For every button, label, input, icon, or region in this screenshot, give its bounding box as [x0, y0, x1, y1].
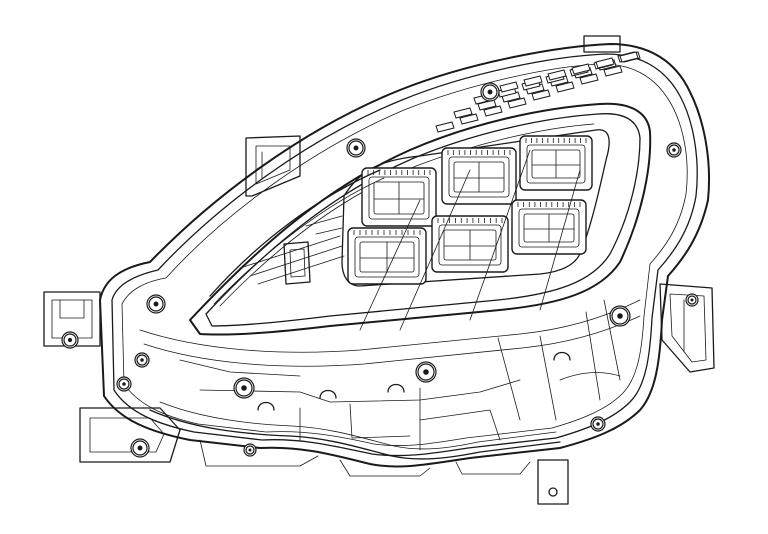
mounting-bolt-icon	[609, 305, 631, 327]
grille-slat	[531, 89, 551, 101]
grille-slat	[435, 121, 455, 133]
housing-outline	[99, 43, 711, 477]
grille-slat	[579, 73, 599, 85]
mounting-bolt-icon	[146, 294, 166, 314]
grille-slat	[459, 113, 479, 125]
grille-slat	[571, 63, 591, 75]
grille-slat	[499, 81, 519, 93]
mounting-bolt-icon	[116, 376, 132, 392]
mounting-bolt-icon	[61, 331, 79, 349]
housing-clips	[257, 351, 571, 411]
led-projector-icon	[347, 227, 427, 285]
led-projector-array	[341, 129, 610, 287]
mounting-bolt-icon	[480, 82, 500, 102]
drl-light-guide	[209, 169, 385, 305]
grille-slat	[507, 97, 527, 109]
mounting-bolt-icon	[666, 142, 682, 158]
top-mounting-tab	[245, 35, 621, 197]
mounting-bolt-icon	[243, 443, 257, 457]
grille-slat	[483, 105, 503, 117]
grille-slat	[619, 51, 639, 63]
housing-internal-structure	[139, 149, 641, 451]
bottom-mounting-tab	[537, 459, 569, 505]
mounting-bolt-icon	[685, 293, 699, 307]
mounting-bolts	[61, 82, 699, 458]
grille-slat	[595, 57, 615, 69]
mounting-bolt-icon	[415, 361, 437, 383]
led-projector-icon	[511, 199, 587, 255]
mounting-bolt-icon	[346, 138, 366, 158]
grille-slat	[453, 107, 473, 119]
led-projector-icon	[361, 167, 437, 227]
right-mounting-bracket	[659, 283, 715, 373]
led-projector-icon	[519, 135, 593, 191]
left-mounting-bracket	[43, 291, 181, 463]
grille-slat	[523, 75, 543, 87]
mounting-bolt-icon	[134, 352, 150, 368]
mounting-bolt-icon	[130, 438, 150, 458]
grille-slat	[555, 81, 575, 93]
mounting-bolt-icon	[233, 377, 255, 399]
top-grille	[435, 51, 641, 133]
led-projector-icon	[441, 147, 517, 205]
grille-slat	[547, 69, 567, 81]
mounting-bolt-icon	[590, 416, 606, 432]
led-projector-icon	[431, 215, 509, 273]
grille-slat	[603, 65, 623, 77]
